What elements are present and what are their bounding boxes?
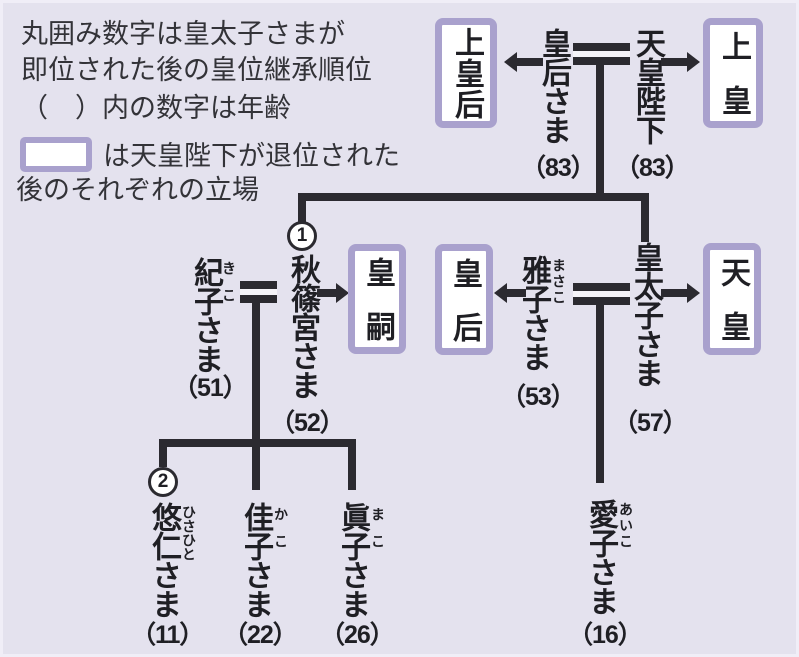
arrow-left-icon [504,52,517,72]
succession-order-badge-1: 1 [287,221,317,251]
legend-sample-box [20,137,92,172]
person-name-empress: 皇后さま [537,28,570,144]
person-age-akishino: （52） [270,409,345,437]
arrow-left-icon [494,283,507,303]
legend-text-line-2: 後のそれぞれの立場 [16,175,259,205]
person-name-masako: 雅子さま [517,255,550,371]
furigana-masako: まさこ [551,258,567,306]
person-age-aiko: （16） [568,621,643,649]
person-name-kiko: 紀子さま [189,257,222,373]
person-name-crown-prince: 皇太子さま [629,242,662,387]
branch-line-crown-prince [641,200,649,242]
person-age-crown-prince: （57） [613,409,688,437]
arrow-right-shaft [661,289,688,297]
person-name-mako: 眞子さま [336,502,369,618]
furigana-aiko: あいこ [618,502,634,550]
note-line-1: 丸囲み数字は皇太子さまが [21,19,345,49]
furigana-hisahito: ひさひと [181,505,197,561]
note-line-2: 即位された後の皇位継承順位 [21,55,372,85]
future-title-box-new-emperor: 天皇 [703,243,761,365]
future-title-label: 皇嗣 [361,257,394,365]
person-name-akishino: 秋篠宮さま [286,254,319,399]
succession-order-badge-2: 2 [148,467,178,497]
future-title-box-crown-prince-koshi: 皇嗣 [348,244,406,365]
arrow-left-shaft [516,58,543,66]
arrow-right-shaft [317,289,338,297]
branch-line-akishino [298,200,306,222]
future-title-box-emperor-emeritus: 上皇 [703,18,763,139]
arrow-left-shaft [506,289,526,297]
furigana-kako: かこ [273,507,289,561]
future-title-label: 上皇后 [450,27,483,120]
person-name-aiko: 愛子さま [584,499,617,615]
person-age-emperor: （83） [615,154,690,182]
furigana-mako: まこ [370,507,386,561]
descent-line-crown-prince [596,301,604,483]
person-age-empress: （83） [521,154,596,182]
future-title-label: 天皇 [716,257,749,365]
arrow-right-icon [336,283,349,303]
person-age-hisahito: （11） [131,621,204,649]
arrow-right-icon [687,52,700,72]
future-title-label: 皇后 [448,257,481,366]
person-name-hisahito: 悠仁さま [147,502,180,618]
arrow-right-icon [687,283,700,303]
branch-line-hisahito [159,446,167,467]
person-age-masako: （53） [501,383,576,411]
sibling-line-gen3 [159,439,356,447]
person-name-kako: 佳子さま [239,502,272,618]
future-title-box-empress-consort: 皇后 [435,244,493,366]
person-age-kiko: （51） [173,374,248,402]
person-age-kako: （22） [223,621,298,649]
branch-line-mako [348,446,356,490]
branch-line-kako [252,446,260,490]
marriage-line-akishino-kiko [240,281,277,303]
descent-line-emperor [596,64,604,198]
future-title-label: 上皇 [717,31,750,139]
person-name-emperor: 天皇陛下 [631,28,664,144]
marriage-line-emperor-empress [573,43,630,65]
future-title-box-empress-emerita: 上皇后 [435,18,497,128]
descent-line-akishino [252,300,260,447]
legend-text-line-1: は天皇陛下が退位された [103,141,400,171]
sibling-line-gen2 [298,193,649,201]
note-line-3: （ ）内の数字は年齢 [21,93,291,123]
person-age-mako: （26） [320,621,395,649]
furigana-kiko: きこ [221,261,237,315]
arrow-right-shaft [661,58,688,66]
